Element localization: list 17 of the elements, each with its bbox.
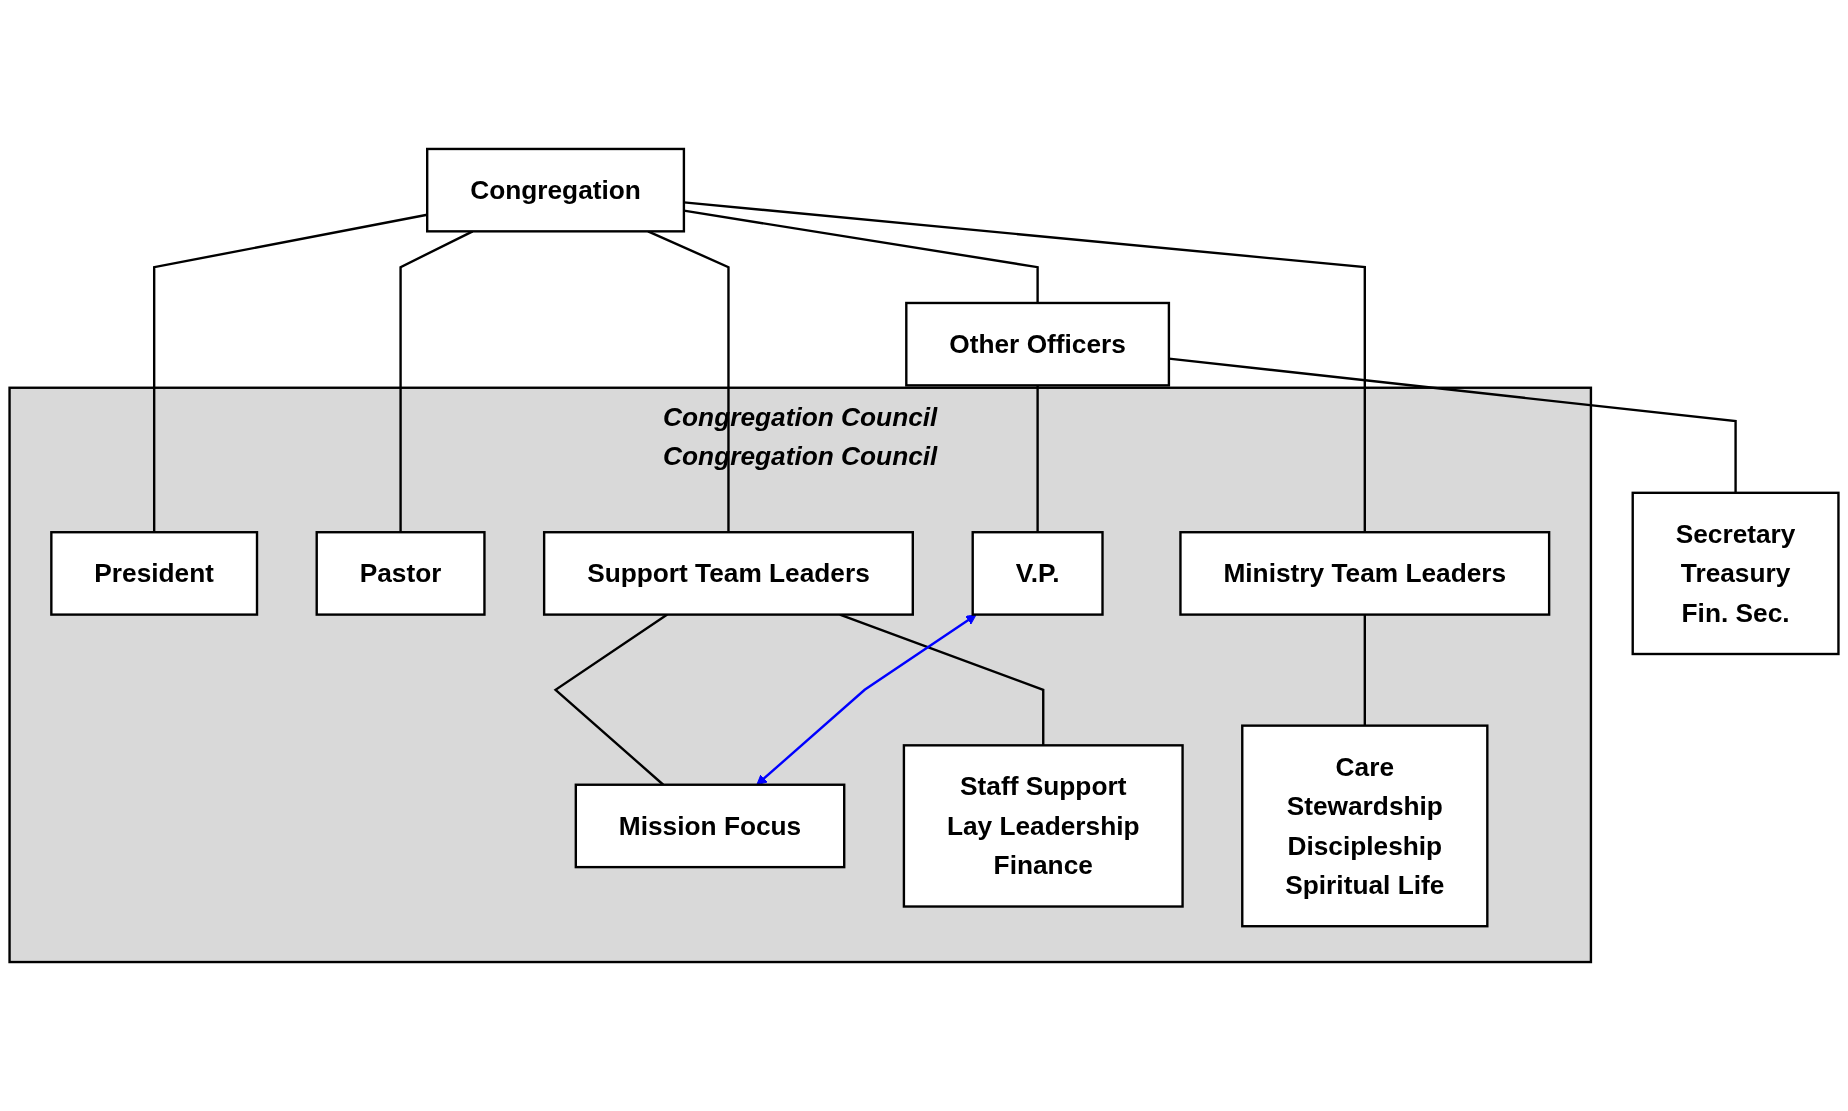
node-box: Staff Support Lay Leadership Finance [902, 744, 1184, 908]
connector [1036, 385, 1039, 533]
node-box: Support Team Leaders [542, 531, 914, 616]
connector [1168, 357, 1737, 493]
connector [1363, 614, 1366, 726]
connector [683, 209, 1039, 303]
node-box: Pastor [315, 531, 486, 616]
node-box: Other Officers [905, 301, 1171, 387]
node-box: Mission Focus [574, 783, 846, 869]
connector [683, 201, 1366, 533]
node-box: Congregation [426, 147, 686, 233]
node-box: President [50, 531, 259, 616]
connector [153, 213, 428, 533]
node-box: Care Stewardship Discipleship Spiritual Life [1241, 724, 1489, 928]
node-box: Secretary Treasury Fin. Sec. [1631, 491, 1840, 656]
node-box: V.P. [971, 531, 1104, 616]
node-box: Ministry Team Leaders [1179, 531, 1551, 616]
